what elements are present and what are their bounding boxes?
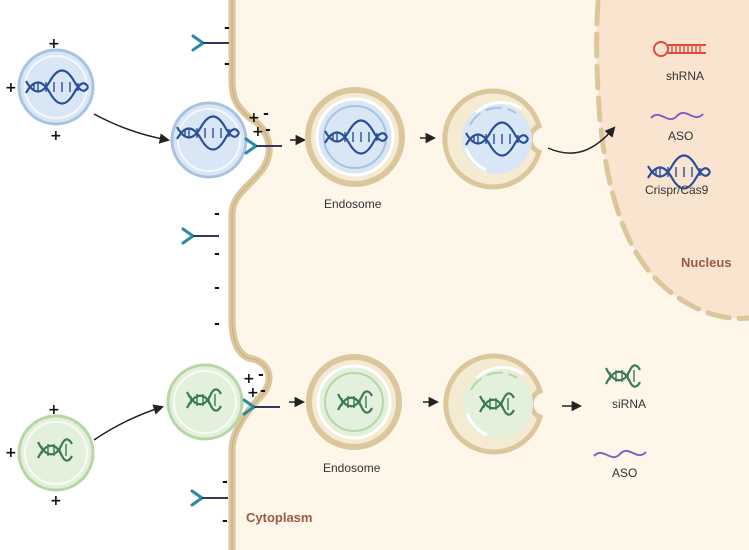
charge-minus: - — [224, 20, 230, 36]
charge-minus: - — [222, 513, 228, 529]
shrna-label: shRNA — [666, 69, 704, 83]
charge-plus: + — [252, 124, 264, 140]
charge-minus: - — [214, 316, 220, 332]
endosome-label: Endosome — [323, 461, 381, 475]
charge-plus: + — [48, 36, 60, 52]
charge-plus: + — [5, 445, 17, 461]
aso-label: ASO — [612, 466, 637, 480]
blue-nanoparticle-bound — [170, 101, 248, 179]
shrna-hairpin-icon — [653, 41, 706, 57]
charge-minus: - — [214, 280, 220, 296]
endosome-top — [305, 87, 405, 187]
sirna-label: siRNA — [612, 397, 646, 411]
charge-minus: - — [258, 367, 264, 383]
charge-minus: - — [214, 246, 220, 262]
charge-plus: + — [5, 80, 17, 96]
green-nanoparticle-bound — [166, 363, 244, 441]
cytoplasm-label: Cytoplasm — [246, 510, 312, 525]
charge-minus: - — [214, 206, 220, 222]
charge-minus: - — [263, 106, 269, 122]
nucleus-region — [596, 0, 749, 319]
charge-minus: - — [260, 383, 266, 399]
charge-plus: + — [48, 402, 60, 418]
charge-minus: - — [222, 474, 228, 490]
green-nanoparticle-free — [17, 414, 95, 492]
receptor-icon — [181, 227, 221, 245]
blue-nanoparticle-free — [17, 48, 95, 126]
nuclear-envelope — [594, 0, 749, 321]
charge-plus: + — [247, 385, 259, 401]
aso-label: ASO — [668, 129, 693, 143]
aso-strand-icon — [593, 449, 647, 459]
receptor-icon — [191, 34, 231, 52]
charge-minus: - — [224, 56, 230, 72]
aso-strand-icon — [650, 111, 704, 121]
endosome-escape-bottom — [443, 353, 544, 455]
arrow-uptake-top — [93, 113, 171, 144]
arrow-uptake-bottom — [93, 404, 165, 441]
endosome-bottom — [306, 354, 402, 450]
charge-plus: + — [243, 371, 255, 387]
endosome-escape-top — [442, 88, 543, 190]
endosome-label: Endosome — [324, 197, 382, 211]
charge-plus: + — [50, 128, 62, 144]
charge-plus: + — [50, 493, 62, 509]
crispr-label: Crispr/Cas9 — [645, 183, 709, 197]
charge-minus: - — [265, 122, 271, 138]
charge-plus: + — [248, 110, 260, 126]
arrow-to-nucleus — [547, 126, 616, 154]
receptor-icon — [190, 489, 230, 507]
nucleus-label: Nucleus — [681, 255, 732, 270]
